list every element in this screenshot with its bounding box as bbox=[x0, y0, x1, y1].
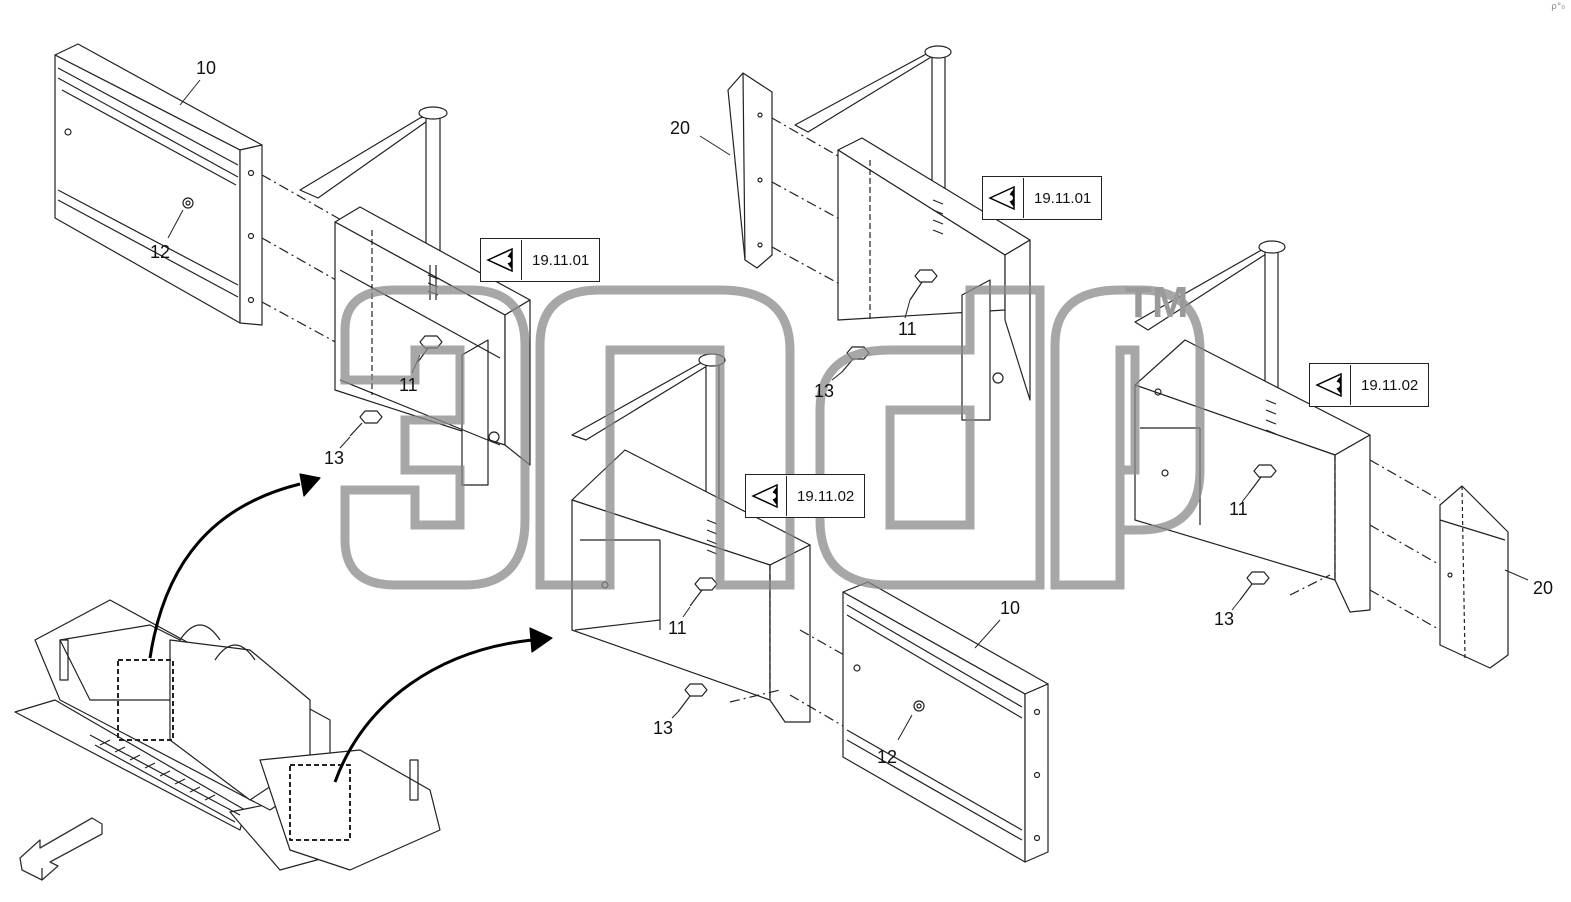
screw-11-c bbox=[689, 577, 718, 607]
pointer-arrow-upper bbox=[148, 482, 301, 659]
callout-11-c: 11 bbox=[668, 618, 687, 638]
bracket-frame-b bbox=[794, 45, 1031, 421]
screw-13-a bbox=[349, 410, 383, 437]
callout-20-right: 20 bbox=[1533, 578, 1554, 598]
bolt-12-right bbox=[913, 700, 925, 712]
screw-13-c bbox=[677, 683, 708, 713]
machine-overview bbox=[14, 599, 441, 871]
corner-mark: ρ°₀ bbox=[1551, 2, 1565, 12]
screw-13-d bbox=[1239, 571, 1270, 601]
guard-plate-10-right bbox=[842, 581, 1049, 863]
ref-box-19-11-02-a[interactable]: 19.11.02 bbox=[1309, 363, 1430, 407]
callout-11-b: 11 bbox=[898, 319, 917, 339]
ref-code: 19.11.02 bbox=[1361, 376, 1419, 394]
pointer-arrow-lower bbox=[333, 638, 533, 783]
callout-20-top: 20 bbox=[670, 118, 691, 138]
view-arrow-icon bbox=[19, 817, 103, 881]
callout-13-a: 13 bbox=[324, 448, 345, 468]
eye-icon bbox=[1310, 365, 1351, 405]
guard-plate-10-left bbox=[54, 43, 263, 326]
bolt-12-left bbox=[182, 197, 194, 209]
bracket-frame-d bbox=[1134, 240, 1371, 613]
ref-box-19-11-01-b[interactable]: 19.11.01 bbox=[982, 176, 1103, 220]
ref-box-19-11-02-b[interactable]: 19.11.02 bbox=[745, 474, 866, 518]
ref-box-19-11-01-a[interactable]: 19.11.01 bbox=[480, 238, 601, 282]
screw-11-b bbox=[909, 269, 938, 301]
eye-icon bbox=[983, 178, 1024, 218]
callout-10-right: 10 bbox=[1000, 598, 1021, 618]
screw-11-d bbox=[1248, 464, 1277, 494]
callout-13-c: 13 bbox=[653, 718, 674, 738]
callout-11-d: 11 bbox=[1229, 499, 1248, 519]
callout-12-left: 12 bbox=[150, 242, 171, 262]
callout-10-left: 10 bbox=[196, 58, 217, 78]
watermark-logo bbox=[340, 285, 1205, 590]
callout-13-b: 13 bbox=[814, 381, 835, 401]
callout-11-a: 11 bbox=[399, 375, 418, 395]
watermark-tm: TM bbox=[1125, 278, 1189, 327]
callout-13-d: 13 bbox=[1214, 609, 1235, 629]
ref-code: 19.11.02 bbox=[797, 487, 855, 505]
end-cap-20-right bbox=[1439, 485, 1509, 669]
eye-icon bbox=[746, 476, 787, 516]
ref-code: 19.11.01 bbox=[1034, 189, 1092, 207]
callout-12-right: 12 bbox=[877, 747, 898, 767]
ref-code: 19.11.01 bbox=[532, 251, 590, 269]
end-cap-20-top bbox=[727, 72, 773, 269]
eye-icon bbox=[481, 240, 522, 280]
